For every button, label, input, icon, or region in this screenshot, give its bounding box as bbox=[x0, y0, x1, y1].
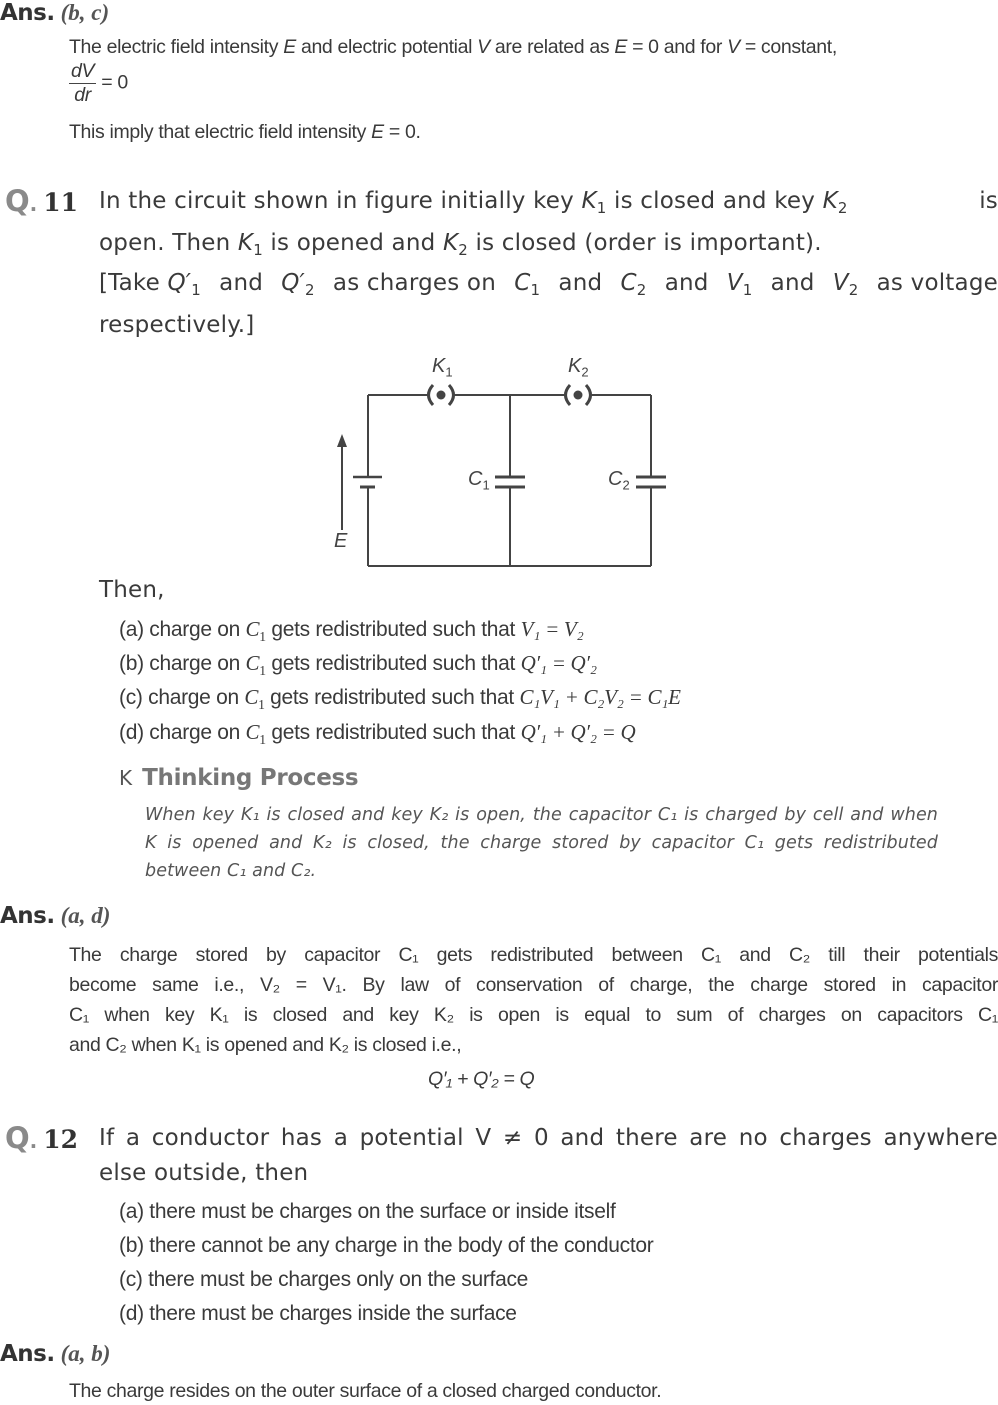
text: This imply that electric field intensity bbox=[69, 121, 372, 143]
q-text-segment: In the circuit shown in figure initially… bbox=[99, 188, 848, 218]
option-a: (a) there must be charges on the surface… bbox=[119, 1200, 616, 1223]
option-b: (b) there cannot be any charge in the bo… bbox=[119, 1234, 654, 1257]
question-mark-icon: Q. bbox=[5, 1121, 38, 1155]
text: = 0. bbox=[383, 121, 421, 143]
answer-heading-prev: Ans.(b, c) bbox=[0, 0, 109, 26]
question-11-line-3: [Take Q′1 and Q′2 as charges on C1 and C… bbox=[99, 270, 998, 300]
answer-label: Ans. bbox=[0, 903, 55, 929]
question-11-heading: Q.11 bbox=[5, 184, 78, 218]
question-11-line-2: open. Then K1 is opened and K2 is closed… bbox=[99, 230, 822, 260]
text: and electric potential bbox=[295, 36, 478, 58]
answer-options: (a, d) bbox=[60, 903, 111, 928]
question-11-line-4: respectively.] bbox=[99, 312, 255, 338]
circuit-svg bbox=[337, 383, 666, 567]
key-k2-icon bbox=[564, 383, 592, 407]
question-11-line-1: In the circuit shown in figure initially… bbox=[99, 188, 998, 217]
answer-q11-equation: Q′₁ + Q′₂ = Q bbox=[428, 1068, 535, 1090]
thinking-heading-text: Thinking Process bbox=[142, 765, 359, 791]
symbol-v: V bbox=[727, 36, 740, 58]
derivative-equation: dV dr = 0 bbox=[69, 60, 128, 107]
option-c: (c) charge on C1 gets redistributed such… bbox=[119, 685, 681, 712]
option-b: (b) charge on C1 gets redistributed such… bbox=[119, 651, 597, 678]
question-12-line-2: else outside, then bbox=[99, 1160, 309, 1186]
thinking-process-heading: K Thinking Process bbox=[119, 765, 359, 791]
then-label: Then, bbox=[99, 577, 165, 603]
answer-heading-q12: Ans.(a, b) bbox=[0, 1341, 110, 1367]
answer-q11-line-2: become same i.e., V₂ = V₁. By law of con… bbox=[69, 974, 998, 996]
thinking-line-1: When key K₁ is closed and key K₂ is open… bbox=[145, 805, 938, 825]
answer-options: (a, b) bbox=[60, 1341, 111, 1366]
text: are related as bbox=[489, 36, 615, 58]
text: The electric field intensity bbox=[69, 36, 284, 58]
answer-conclusion: This imply that electric field intensity… bbox=[69, 121, 421, 144]
answer-options: (b, c) bbox=[60, 0, 110, 25]
fraction: dV dr bbox=[69, 60, 97, 107]
answer-q11-line-1: The charge stored by capacitor C₁ gets r… bbox=[69, 944, 998, 966]
fraction-denominator: dr bbox=[74, 84, 91, 106]
answer-q11-line-3: C₁ when key K₁ is closed and key K₂ is o… bbox=[69, 1004, 998, 1026]
answer-heading-q11: Ans.(a, d) bbox=[0, 903, 110, 929]
thinking-icon: K bbox=[119, 766, 133, 790]
text: = 0 and for bbox=[627, 36, 728, 58]
symbol-v: V bbox=[477, 36, 490, 58]
symbol-e: E bbox=[614, 36, 627, 58]
answer-q12-line-1: The charge resides on the outer surface … bbox=[69, 1380, 662, 1402]
option-d: (d) there must be charges inside the sur… bbox=[119, 1302, 517, 1325]
symbol-e: E bbox=[283, 36, 296, 58]
answer-label: Ans. bbox=[0, 1341, 55, 1367]
thinking-line-3: between C₁ and C₂. bbox=[145, 861, 317, 881]
answer-text-line: The electric field intensity E and elect… bbox=[69, 36, 837, 59]
label-k1: K1 bbox=[432, 355, 453, 380]
key-k1-icon bbox=[427, 383, 455, 407]
question-mark-icon: Q. bbox=[5, 184, 38, 218]
label-c1: C1 bbox=[468, 468, 490, 493]
label-emf: E bbox=[334, 530, 348, 552]
question-number: 11 bbox=[43, 188, 79, 217]
equation-rhs: = 0 bbox=[96, 71, 128, 94]
q-text-segment: is bbox=[979, 188, 998, 214]
circuit-diagram: K1 K2 C1 C2 E bbox=[320, 350, 680, 575]
question-12-line-1: If a conductor has a potential V ≠ 0 and… bbox=[99, 1125, 998, 1151]
thinking-line-2: K is opened and K₂ is closed, the charge… bbox=[145, 833, 938, 853]
answer-label: Ans. bbox=[0, 0, 55, 26]
fraction-numerator: dV bbox=[69, 60, 97, 84]
answer-q11-line-4: and C₂ when K₁ is opened and K₂ is close… bbox=[69, 1034, 462, 1056]
question-number: 12 bbox=[43, 1125, 79, 1154]
symbol-e: E bbox=[371, 121, 384, 143]
option-d: (d) charge on C1 gets redistributed such… bbox=[119, 720, 636, 747]
option-c: (c) there must be charges only on the su… bbox=[119, 1268, 529, 1291]
option-a: (a) charge on C1 gets redistributed such… bbox=[119, 617, 584, 644]
emf-arrow-icon bbox=[337, 434, 347, 530]
label-c2: C2 bbox=[608, 468, 630, 493]
label-k2: K2 bbox=[568, 355, 589, 380]
text: = constant, bbox=[739, 36, 837, 58]
question-12-heading: Q.12 bbox=[5, 1121, 78, 1155]
